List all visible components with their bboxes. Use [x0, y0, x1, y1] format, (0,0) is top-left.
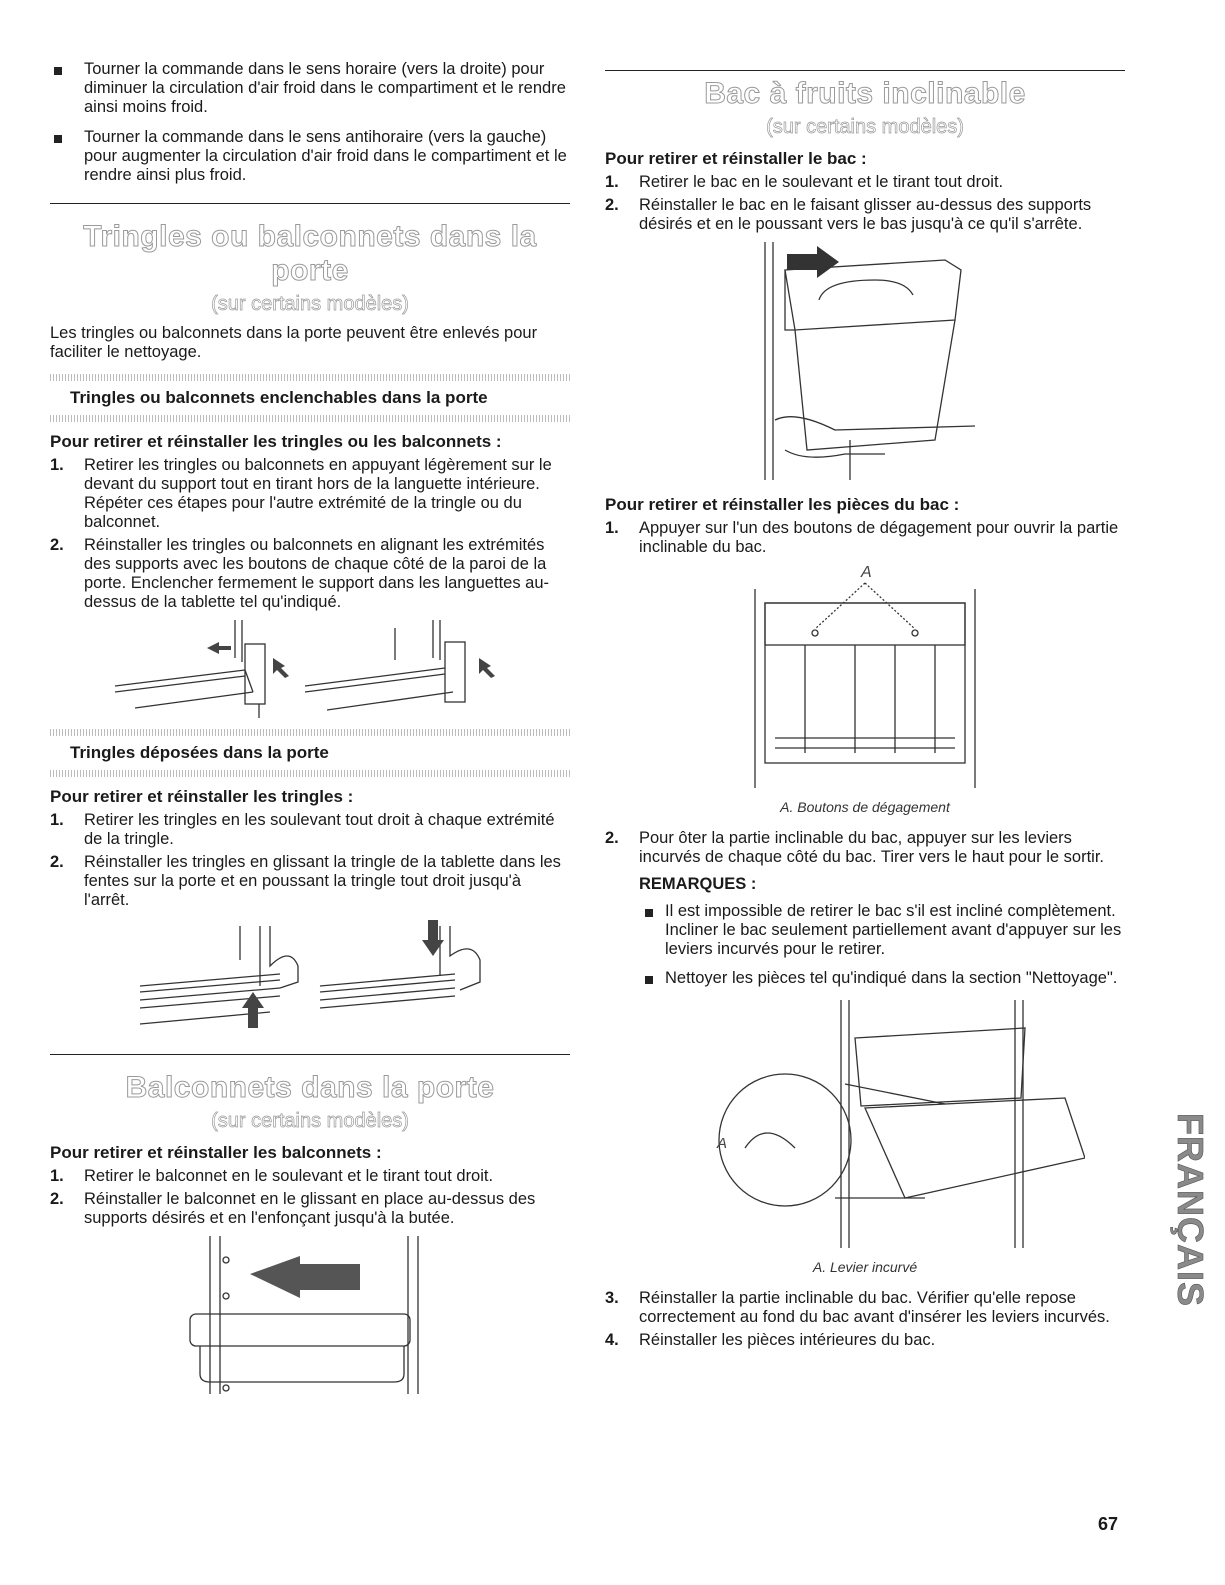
step-number: 1.: [50, 1167, 64, 1185]
section-intro: Les tringles ou balconnets dans la porte…: [50, 324, 538, 361]
step-1: 1. Retirer le balconnet en le soulevant e…: [50, 1167, 570, 1186]
band-bottom: [50, 415, 570, 422]
procedure-heading: Pour retirer et réinstaller les tringles…: [50, 432, 502, 451]
step-number: 2.: [605, 196, 619, 214]
step-number: 1.: [605, 173, 619, 191]
divider: [605, 70, 1125, 71]
step-1: 1. Retirer les tringles en les soulevant …: [50, 811, 570, 849]
notes-heading: REMARQUES :: [639, 875, 757, 893]
subheading-deposees: Tringles déposées dans la porte: [70, 743, 329, 762]
step-number: 4.: [605, 1331, 619, 1349]
note-item: Il est impossible de retirer le bac s'il…: [605, 902, 1125, 959]
step-2: 2. Réinstaller le balconnet en le glissan…: [50, 1190, 570, 1228]
step-number: 2.: [50, 536, 64, 554]
section-subtitle-tringles: (sur certains modèles): [211, 293, 410, 316]
illustration-crisper-bin: [764, 242, 976, 480]
illustration-curved-lever: A: [716, 1000, 1085, 1248]
intro-bullet-1: Tourner la commande dans le sens horaire…: [50, 60, 570, 117]
section-title-balconnets: Balconnets dans la porte: [125, 1071, 495, 1105]
figure-caption: A. Levier incurvé: [812, 1259, 918, 1275]
step-2: 2. Réinstaller les tringles ou balconnets…: [50, 536, 570, 612]
step-number: 2.: [605, 829, 619, 847]
section-subtitle-bac: (sur certains modèles): [766, 116, 965, 139]
page-number: 67: [1098, 1514, 1119, 1534]
step-1: 1. Appuyer sur l'un des boutons de dégage…: [605, 519, 1125, 557]
step-3: 3. Réinstaller la partie inclinable du ba…: [605, 1289, 1125, 1327]
subheading-enclenchables: Tringles ou balconnets enclenchables dan…: [70, 388, 488, 407]
procedure-heading: Pour retirer et réinstaller les pièces d…: [605, 495, 960, 514]
figure-label-a: A: [716, 1135, 727, 1152]
divider: [50, 1054, 570, 1055]
step-number: 2.: [50, 1190, 64, 1208]
right-column: Bac à fruits inclinable (sur certains mo…: [605, 60, 1125, 1354]
section-title-bac: Bac à fruits inclinable: [704, 77, 1026, 111]
figure-label-a: A: [860, 564, 872, 581]
step-1: 1. Retirer les tringles ou balconnets en …: [50, 456, 570, 532]
band-bottom: [50, 770, 570, 777]
step-text: Réinstaller la partie inclinable du bac.…: [639, 1289, 1110, 1326]
illustration-door-bin: [189, 1236, 419, 1394]
step-number: 1.: [50, 456, 64, 474]
step-2: 2. Pour ôter la partie inclinable du bac,…: [605, 829, 1125, 867]
step-number: 3.: [605, 1289, 619, 1307]
note-item: Nettoyer les pièces tel qu'indiqué dans …: [605, 969, 1125, 988]
left-column: Tourner la commande dans le sens horaire…: [50, 60, 570, 1405]
procedure-heading: Pour retirer et réinstaller les balconne…: [50, 1143, 382, 1162]
section-subtitle-balconnets: (sur certains modèles): [211, 1110, 410, 1133]
illustration-snap-in-bins: [114, 620, 495, 718]
divider: [50, 203, 570, 204]
step-1: 1. Retirer le bac en le soulevant et le t…: [605, 173, 1125, 192]
step-text: Retirer les tringles en les soulevant to…: [84, 811, 555, 848]
band-top: [50, 374, 570, 381]
step-text: Réinstaller le bac en le faisant glisser…: [639, 196, 1092, 233]
figure-caption: A. Boutons de dégagement: [780, 799, 950, 815]
step-2: 2. Réinstaller les tringles en glissant l…: [50, 853, 570, 910]
illustration-release-buttons: A: [754, 564, 976, 788]
illustration-drop-in-rails: [139, 920, 481, 1028]
language-side-tab: FRANÇAIS: [1170, 1113, 1208, 1308]
step-number: 1.: [50, 811, 64, 829]
step-4: 4. Réinstaller les pièces intérieures du …: [605, 1331, 1125, 1350]
step-text: Réinstaller le balconnet en le glissant …: [84, 1190, 536, 1227]
step-text: Retirer le balconnet en le soulevant et …: [84, 1167, 494, 1185]
intro-bullet-2: Tourner la commande dans le sens antihor…: [50, 128, 570, 185]
procedure-heading: Pour retirer et réinstaller le bac :: [605, 149, 867, 168]
step-number: 2.: [50, 853, 64, 871]
step-2: 2. Réinstaller le bac en le faisant gliss…: [605, 196, 1125, 234]
step-text: Retirer le bac en le soulevant et le tir…: [639, 173, 1004, 191]
step-text: Réinstaller les pièces intérieures du ba…: [639, 1331, 936, 1349]
step-text: Réinstaller les tringles en glissant la …: [84, 853, 561, 909]
step-text: Appuyer sur l'un des boutons de dégageme…: [639, 519, 1119, 556]
step-text: Réinstaller les tringles ou balconnets e…: [84, 536, 550, 611]
band-top: [50, 729, 570, 736]
side-tab-label: FRANÇAIS: [1170, 1113, 1208, 1307]
step-text: Pour ôter la partie inclinable du bac, a…: [639, 829, 1104, 866]
step-text: Retirer les tringles ou balconnets en ap…: [84, 456, 552, 531]
procedure-heading: Pour retirer et réinstaller les tringles…: [50, 787, 354, 806]
section-title-tringles: Tringles ou balconnets dans la porte: [83, 220, 537, 288]
step-number: 1.: [605, 519, 619, 537]
